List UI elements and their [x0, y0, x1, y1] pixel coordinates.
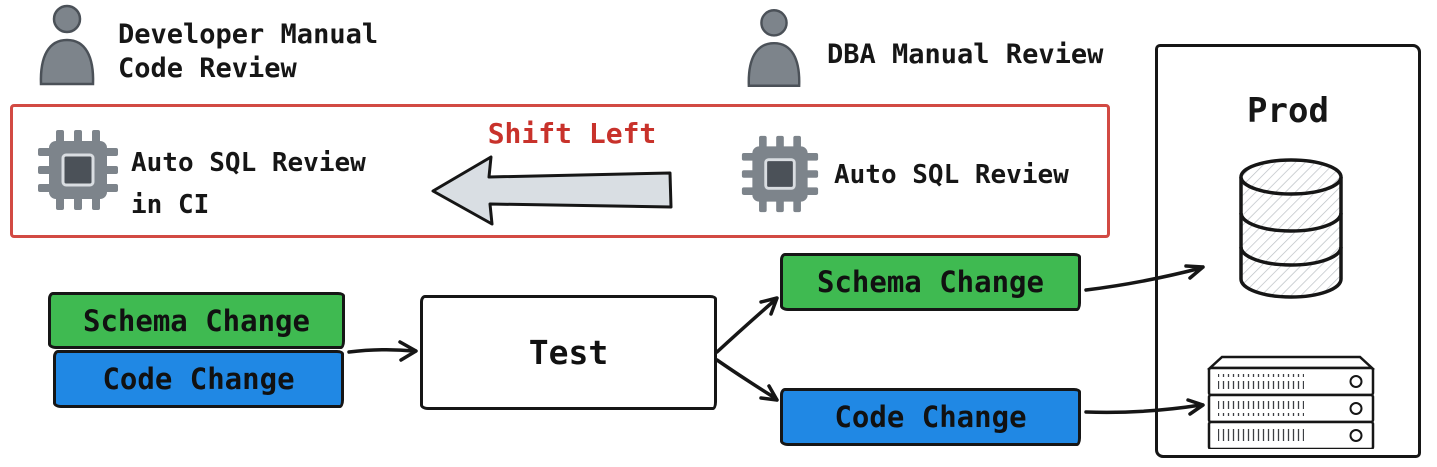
shift-left-label: Shift Left [487, 117, 657, 150]
prod-title: Prod [1247, 91, 1329, 131]
arrow-code-to-server [1084, 398, 1205, 416]
arrows-test-split [715, 296, 779, 402]
test-box: Test [420, 295, 717, 410]
dba-review-label: DBA Manual Review [827, 39, 1104, 70]
server-rack-icon [1206, 355, 1376, 449]
developer-person-icon [39, 4, 95, 86]
arrow-test-to-schema-change [715, 296, 779, 354]
chip-icon [741, 135, 819, 213]
schema-change-box-right: Schema Change [780, 253, 1081, 311]
auto-sql-ci-label: Auto SQL Review in CI [131, 148, 366, 220]
code-change-box-left: Code Change [53, 350, 344, 408]
database-icon [1239, 158, 1343, 299]
schema-change-box-left: Schema Change [48, 292, 345, 349]
shift-left-arrow [431, 155, 673, 226]
arrow-schema-to-database [1084, 264, 1205, 292]
chip-icon-ci [38, 130, 118, 210]
code-change-box-right: Code Change [780, 388, 1081, 446]
shift-left-panel [10, 104, 1110, 238]
developer-review-label: Developer Manual Code Review [118, 19, 379, 84]
arrow-stack-to-test [347, 340, 418, 362]
dba-person-icon [747, 9, 801, 87]
prod-box: Prod [1155, 44, 1421, 458]
auto-sql-label: Auto SQL Review [834, 160, 1069, 190]
arrow-test-to-code-change [715, 358, 779, 402]
